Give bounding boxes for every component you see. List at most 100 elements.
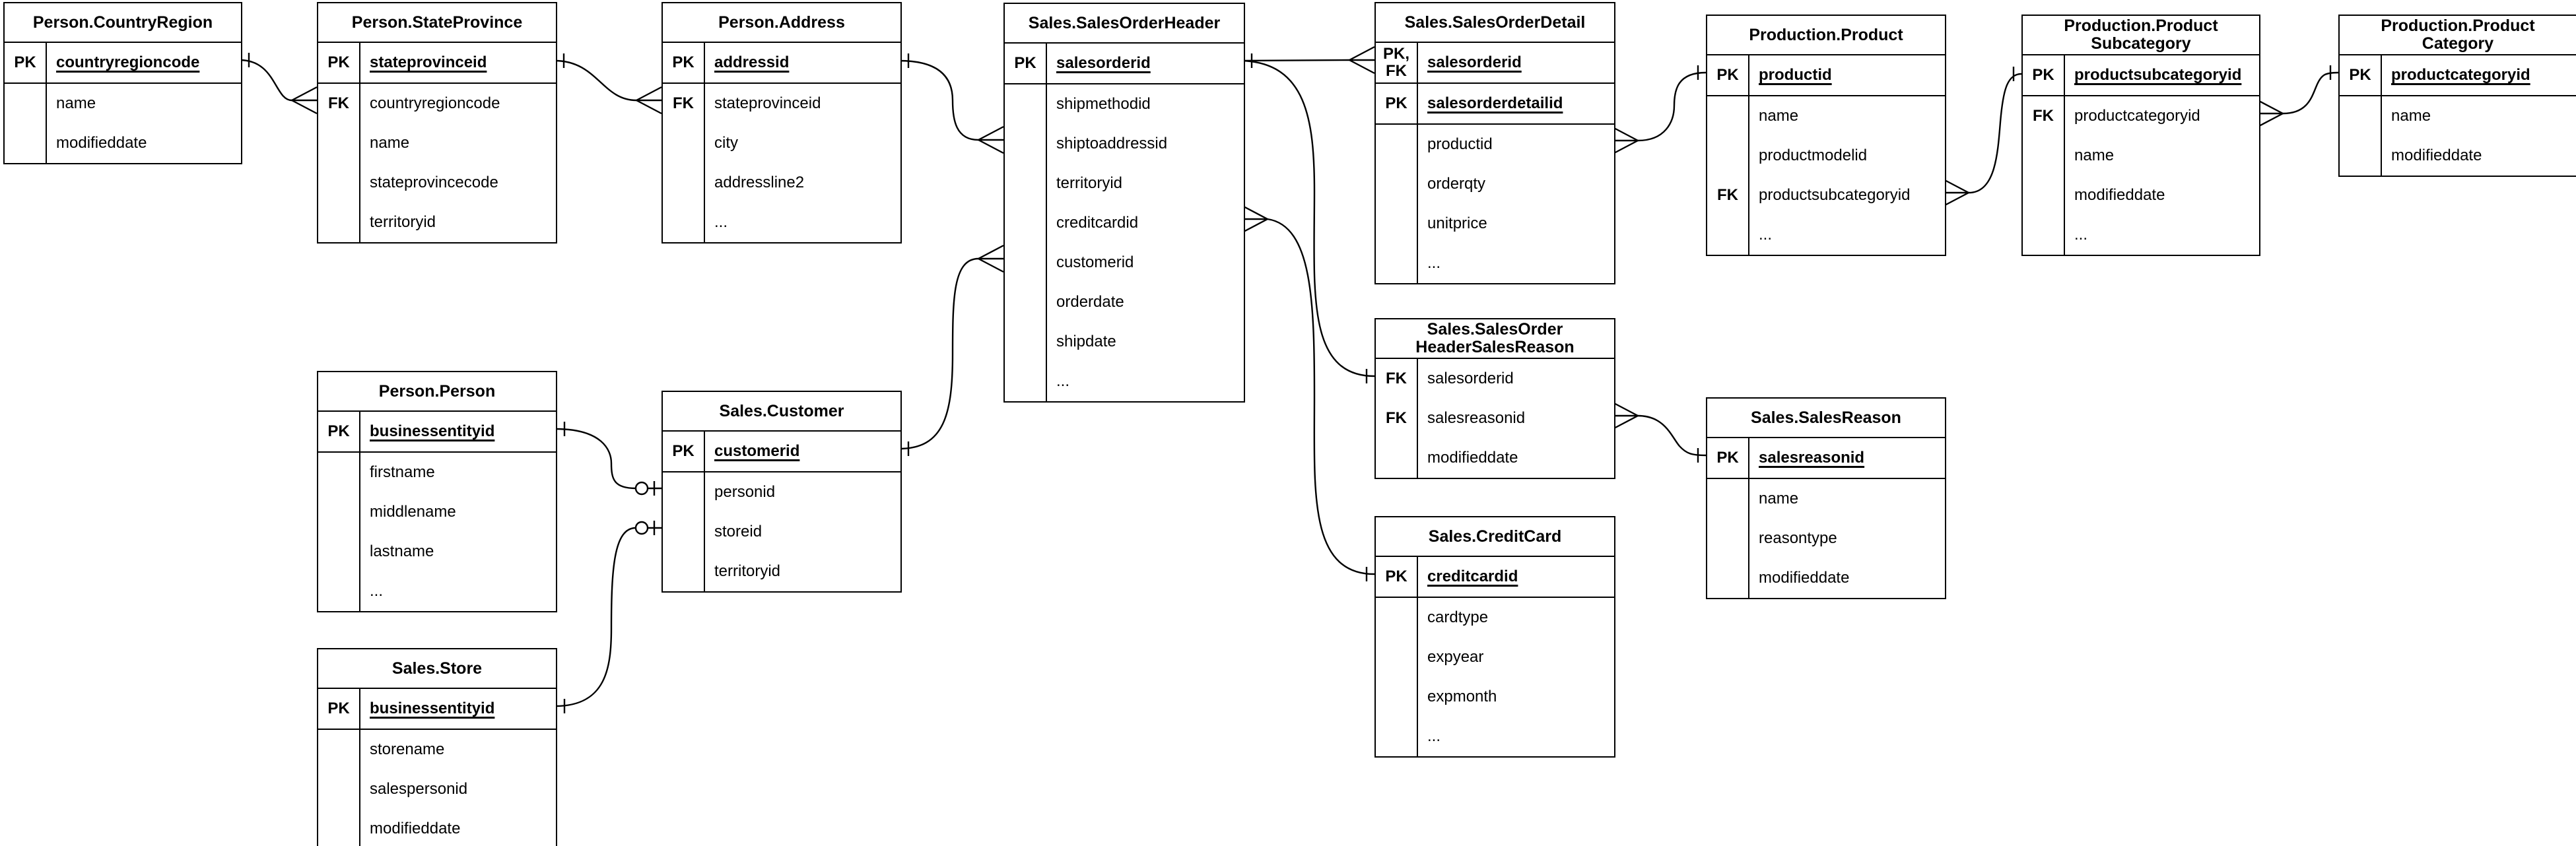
key-label [1376, 677, 1418, 717]
table-row: creditcardid [1005, 203, 1244, 243]
table-row: lastname [318, 532, 556, 571]
key-label [1707, 558, 1749, 598]
table-row: shiptoaddressid [1005, 124, 1244, 164]
entity-title: Sales.SalesOrderDetail [1404, 13, 1586, 32]
connector-product-productsubcategory[interactable] [1943, 67, 2022, 207]
entity-title: Sales.CreditCard [1428, 527, 1562, 546]
key-label [663, 123, 705, 163]
entity-title: Person.Person [378, 381, 496, 401]
key-label [2023, 215, 2065, 255]
table-row: expyear [1376, 637, 1614, 677]
key-label [318, 730, 360, 769]
key-label [1707, 519, 1749, 558]
table-row: city [663, 123, 900, 163]
field-name: creditcardid [1427, 568, 1518, 585]
field-name: salesorderdetailid [1427, 94, 1563, 112]
field-name: productid [1427, 135, 1493, 153]
field-name: expyear [1427, 648, 1484, 666]
key-label [663, 552, 705, 591]
table-row: productmodelid [1707, 136, 1945, 176]
table-row: modifieddate [1376, 438, 1614, 478]
field-name: reasontype [1759, 529, 1837, 547]
connector-countryregion-stateprovince[interactable] [239, 53, 318, 115]
field-name: name [2074, 146, 2115, 164]
entity-title: Sales.SalesOrder HeaderSalesReason [1415, 320, 1575, 356]
field-name: customerid [1056, 253, 1134, 271]
entity-title: Person.CountryRegion [32, 13, 213, 32]
field-name: salespersonid [370, 780, 468, 798]
key-label [1376, 204, 1418, 244]
field-name: productcategoryid [2074, 107, 2200, 125]
key-label [1376, 164, 1418, 204]
crow-foot-many-icon [1612, 126, 1639, 155]
connector-salesorderdetail-product[interactable] [1612, 65, 1707, 155]
table-row: territoryid [318, 203, 556, 242]
field-name: shipdate [1056, 333, 1116, 350]
table-row: modifieddate [1707, 558, 1945, 598]
crow-foot-many-icon [1242, 205, 1268, 234]
field-name: middlename [370, 503, 456, 521]
connector-salesorderheader-headersalesreason[interactable] [1242, 59, 1375, 383]
connector-salesorderheader-salesorderdetail[interactable] [1242, 46, 1375, 75]
connector-productsubcategory-productcategory[interactable] [2257, 65, 2339, 128]
field-name: name [370, 134, 410, 152]
table-row: reasontype [1707, 519, 1945, 558]
table-row: modifieddate [2023, 176, 2259, 215]
field-name: salesorderid [1427, 370, 1514, 387]
key-label: PK [663, 432, 705, 471]
key-label: FK [2023, 96, 2065, 136]
connector-address-salesorderheader[interactable] [898, 53, 1004, 154]
crow-foot-many-icon [636, 86, 662, 115]
table-row: ... [2023, 215, 2259, 255]
key-label: PK [1376, 84, 1418, 123]
entity-section: PK salesorderdetailid [1376, 82, 1614, 123]
field-name: lastname [370, 542, 434, 560]
table-row: salespersonid [318, 769, 556, 809]
key-label [1005, 282, 1047, 322]
table-row: firstname [318, 453, 556, 492]
connector-person-customer[interactable] [555, 422, 661, 496]
connector-creditcard-salesorderheader[interactable] [1242, 205, 1375, 581]
connector-store-customer[interactable] [555, 521, 661, 713]
key-label: PK [1707, 438, 1749, 478]
key-label [1376, 125, 1418, 164]
field-name: city [714, 134, 738, 152]
field-name: name [1759, 107, 1799, 125]
table-row: ... [318, 571, 556, 611]
table-row: ... [1005, 362, 1244, 401]
entity-title: Production.Product Category [2381, 16, 2535, 53]
connector-stateprovince-address[interactable] [554, 53, 662, 115]
key-label [663, 203, 705, 242]
field-name: ... [1427, 254, 1441, 272]
key-label [1005, 164, 1047, 203]
connector-headersalesreason-salesreason[interactable] [1612, 401, 1707, 463]
field-name: storeid [714, 523, 763, 540]
field-name: modifieddate [56, 134, 147, 152]
connector-customer-salesorderheader[interactable] [898, 244, 1004, 456]
